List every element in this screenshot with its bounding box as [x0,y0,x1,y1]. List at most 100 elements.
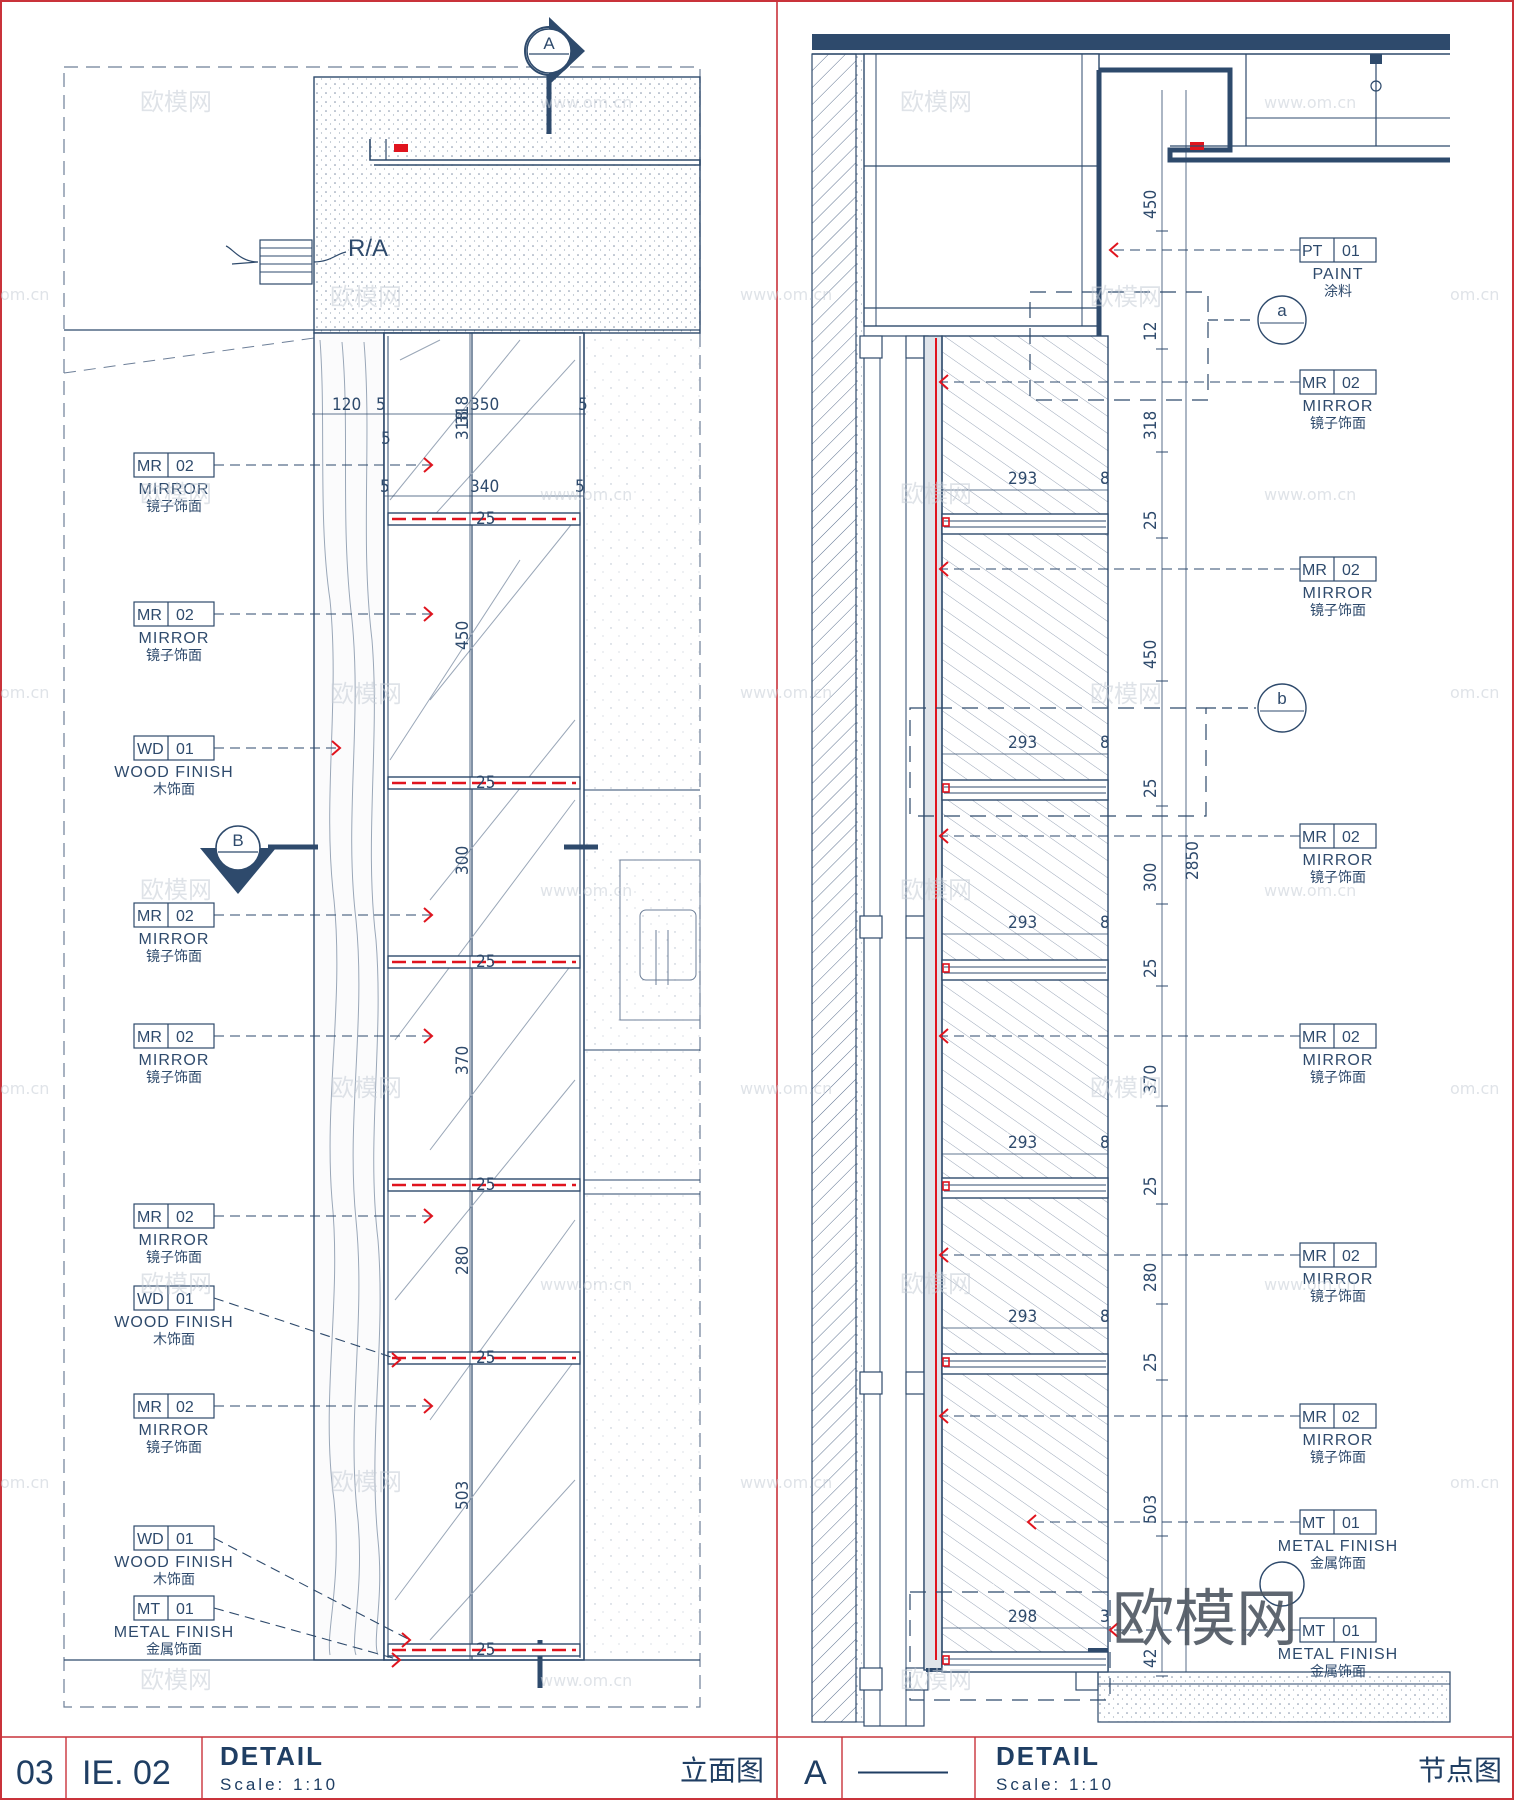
edge-dim-label: 3 [1100,1607,1110,1627]
svg-text:欧模网: 欧模网 [330,1074,402,1102]
section-marker-b[interactable]: B [200,825,598,894]
callout-code: MT [1302,1515,1325,1532]
edge-dim-label: 8 [1100,1133,1110,1153]
mirror-cabinet [383,332,585,1661]
shelf-depth-label: 293 [1008,733,1037,753]
callout-number: 02 [176,458,194,475]
callout-material: MIRROR [139,931,210,948]
shelf-gap-label: 25 [476,773,495,793]
dim-5a: 5 [376,395,386,415]
svg-text:欧模网: 欧模网 [900,1666,972,1694]
shelf-gap-label: 25 [476,1640,495,1660]
vertical-dim-label: 25 [1141,779,1161,798]
callout-code: MR [1302,1029,1327,1046]
callout-material-zh: 镜子饰面 [146,1070,202,1086]
callout-code: MR [137,908,162,925]
svg-text:www.om.cn: www.om.cn [740,285,832,304]
callout-code: WD [137,1531,164,1548]
callout-material: WOOD FINISH [114,764,233,781]
svg-text:欧模网: 欧模网 [900,88,972,116]
svg-text:www.om.cn: www.om.cn [540,881,632,900]
svg-text:om.cn: om.cn [1450,1079,1499,1098]
callout-code: MR [1302,829,1327,846]
edge-dim-label: 8 [1100,1307,1110,1327]
callout-material: MIRROR [139,1422,210,1439]
svg-text:om.cn: om.cn [0,285,49,304]
vertical-dim-label: 12 [1141,322,1161,341]
svg-text:www.om.cn: www.om.cn [1264,93,1356,112]
dim-5c: 5 [381,429,391,449]
vertical-dim-label: 370 [1141,1065,1161,1094]
callout-material-zh: 木饰面 [153,782,195,798]
callout-number: 01 [1342,243,1360,260]
callout-number: 01 [176,1291,194,1308]
shelf-gap-label: 25 [476,952,495,972]
right-sheet-id: ——— [858,1754,948,1787]
callout-number: 02 [176,1209,194,1226]
shelf-height-label: 370 [453,1046,473,1075]
callout-code: WD [137,741,164,758]
detail-marker-a[interactable]: a [1029,291,1307,401]
right-view-name: 节点图 [1418,1754,1502,1787]
svg-text:B: B [232,831,243,850]
callout-code: MT [1302,1623,1325,1640]
svg-text:欧模网: 欧模网 [330,1468,402,1496]
callout-material: MIRROR [1303,1432,1374,1449]
callout-material: METAL FINISH [1278,1646,1398,1663]
svg-text:www.om.cn: www.om.cn [1264,881,1356,900]
callout-material-zh: 镜子饰面 [146,1440,202,1456]
svg-text:欧模网: 欧模网 [1090,1074,1162,1102]
shelf-gap-label: 25 [476,1175,495,1195]
svg-text:欧模网: 欧模网 [900,480,972,508]
svg-text:www.om.cn: www.om.cn [540,485,632,504]
callout-number: 02 [1342,1029,1360,1046]
structural-slab [812,34,1450,50]
callout-material: WOOD FINISH [114,1554,233,1571]
callout-material: MIRROR [139,630,210,647]
shelf-depth-label: 293 [1008,913,1037,933]
fixing-marker [394,144,408,152]
callout-material-zh: 镜子饰面 [146,949,202,965]
callout-material: METAL FINISH [114,1624,234,1641]
section-marker-a[interactable]: A [524,17,585,134]
detail-marker-b[interactable]: b [909,683,1307,817]
vertical-dim-label: 25 [1141,1177,1161,1196]
callout-number: 01 [176,1601,194,1618]
ceiling-void [863,53,1100,327]
svg-text:欧模网: 欧模网 [330,283,402,311]
edge-dim-label: 8 [1100,913,1110,933]
svg-text:www.om.cn: www.om.cn [540,1275,632,1294]
right-shelf: 293 8 [941,913,1110,981]
dim-350: 350 [470,395,499,415]
cabinet-back-panel [923,335,943,1671]
callout-number: 02 [176,607,194,624]
